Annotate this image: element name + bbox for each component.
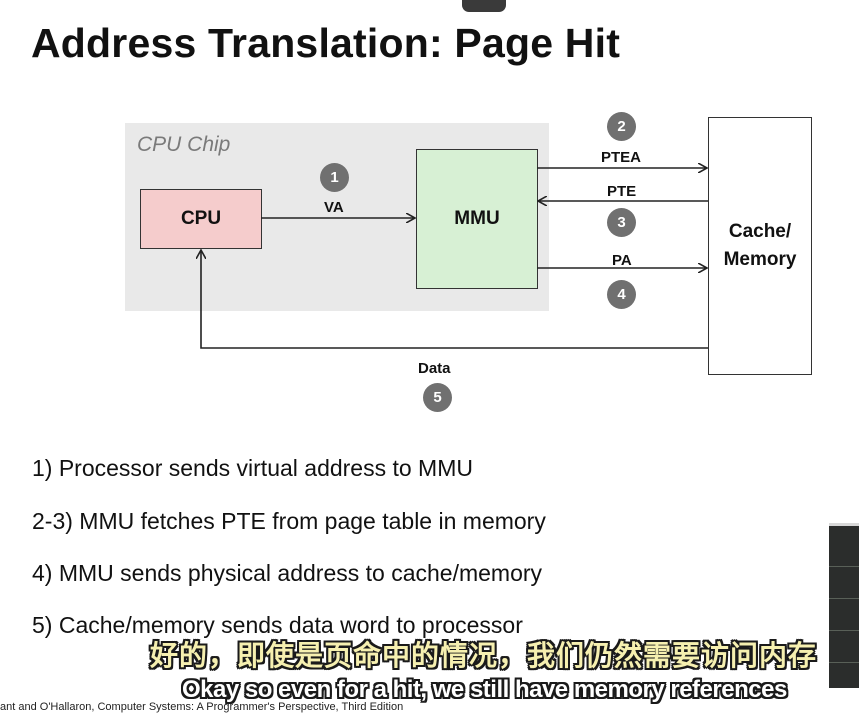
- step-4-badge: 4: [607, 280, 636, 309]
- data-arrow: [201, 251, 708, 349]
- step-3-badge: 3: [607, 208, 636, 237]
- data-label: Data: [418, 360, 451, 377]
- bullet-step-2-3: 2-3) MMU fetches PTE from page table in …: [32, 508, 546, 534]
- cpu-box: CPU: [140, 189, 262, 249]
- cpu-label: CPU: [180, 208, 222, 229]
- bullet-step-1: 1) Processor sends virtual address to MM…: [32, 455, 473, 481]
- slide-footer-citation: ant and O'Hallaron, Computer Systems: A …: [0, 701, 404, 713]
- memory-label-line1: Cache/: [728, 221, 792, 242]
- step-1-badge: 1: [320, 163, 349, 192]
- step-5-badge: 5: [423, 383, 452, 412]
- cpu-chip-label: CPU Chip: [137, 133, 231, 156]
- mmu-label: MMU: [454, 208, 500, 229]
- subtitle-chinese: 好的，即使是页命中的情况，我们仍然需要访问内存: [150, 640, 818, 671]
- bullet-step-5: 5) Cache/memory sends data word to proce…: [32, 612, 523, 638]
- memory-label-line2: Memory: [723, 249, 797, 270]
- bullet-step-4: 4) MMU sends physical address to cache/m…: [32, 560, 543, 586]
- subtitle-english: Okay so even for a hit, we still have me…: [182, 676, 787, 703]
- pa-label: PA: [612, 252, 632, 269]
- mmu-box: MMU: [416, 149, 538, 289]
- step-2-badge: 2: [607, 112, 636, 141]
- pte-label: PTE: [607, 183, 637, 200]
- slide-title: Address Translation: Page Hit: [31, 20, 621, 66]
- cache-memory-box: Cache/ Memory: [708, 117, 812, 375]
- ptea-label: PTEA: [601, 149, 642, 166]
- player-top-tab[interactable]: [462, 0, 506, 12]
- background-screen: [829, 523, 859, 688]
- va-label: VA: [324, 199, 344, 216]
